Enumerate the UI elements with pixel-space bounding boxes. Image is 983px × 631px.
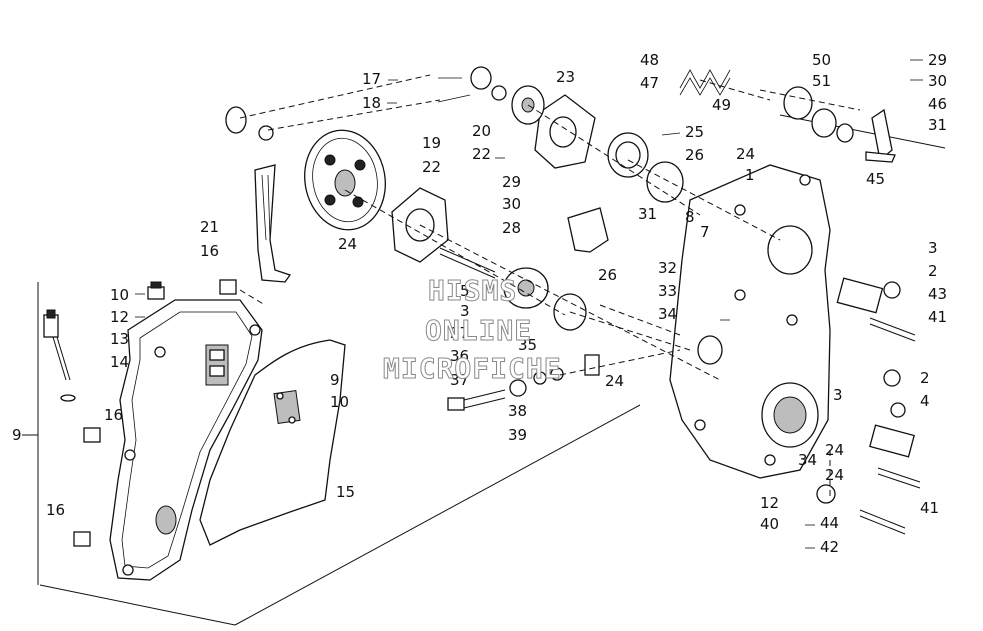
callout-3: 3 <box>928 239 938 257</box>
callout-16: 16 <box>200 242 219 260</box>
leader-lines <box>239 74 861 500</box>
callout-32: 32 <box>658 259 677 277</box>
callout-24: 24 <box>825 466 844 484</box>
callout-20: 20 <box>472 122 491 140</box>
callout-12: 12 <box>760 494 779 512</box>
nut-washer <box>509 354 600 397</box>
callout-labels: 17 18 23 48 47 50 51 49 29 30 46 31 24 4… <box>12 51 947 556</box>
callout-6: 7 <box>700 223 710 241</box>
callout-43: 42 <box>820 538 839 556</box>
spring-46 <box>679 69 731 96</box>
callout-19: 19 <box>422 134 441 152</box>
callout-34: 34 <box>798 451 817 469</box>
bearing-plate <box>391 94 596 263</box>
callout-49: 50 <box>812 51 831 69</box>
callout-31: 31 <box>638 205 657 223</box>
callout-18: 18 <box>362 94 381 112</box>
callout-26: 26 <box>598 266 617 284</box>
plugs <box>816 281 906 504</box>
callout-27: 27 <box>450 324 469 342</box>
callout-35: 35 <box>518 336 537 354</box>
callout-24: 24 <box>338 235 357 253</box>
callout-42: 43 <box>928 285 947 303</box>
watermark-line-2: ONLINE <box>425 314 532 347</box>
callout-4: 4 <box>920 392 930 410</box>
fill-plug <box>147 281 165 300</box>
idler-hub <box>503 267 549 309</box>
assembly-bracket <box>22 282 39 585</box>
watermark: HISMS ONLINE MICROFICHE <box>383 274 562 386</box>
callout-17: 17 <box>362 70 381 88</box>
callout-14: 14 <box>110 353 129 371</box>
callout-24: 24 <box>605 372 624 390</box>
callout-39: 39 <box>508 426 527 444</box>
callout-38: 38 <box>508 402 527 420</box>
studs <box>836 277 921 535</box>
callout-8: 9 <box>12 426 22 444</box>
callout-41: 41 <box>928 308 947 326</box>
callout-47: 48 <box>640 51 659 69</box>
callout-2: 2 <box>928 262 938 280</box>
lever-assembly <box>783 86 896 163</box>
callout-23: 23 <box>556 68 575 86</box>
callout-11: 10 <box>110 286 129 304</box>
callout-50: 51 <box>812 72 831 90</box>
callout-31: 31 <box>928 116 947 134</box>
callout-48: 49 <box>712 96 731 114</box>
callout-22: 22 <box>472 145 491 163</box>
callout-7: 8 <box>685 208 695 226</box>
lower-frame-outline <box>39 114 946 626</box>
callout-10: 10 <box>330 393 349 411</box>
watermark-line-1: HISMS <box>428 274 517 307</box>
chaincase-cover <box>109 299 263 581</box>
callout-24: 24 <box>736 145 755 163</box>
callout-30: 30 <box>502 195 521 213</box>
callout-36: 36 <box>450 347 469 365</box>
callout-44: 46 <box>928 95 947 113</box>
dipstick <box>43 309 76 402</box>
callout-21: 21 <box>200 218 219 236</box>
callout-34: 34 <box>658 305 677 323</box>
callout-9: 9 <box>330 371 340 389</box>
callout-42: 44 <box>820 514 839 532</box>
bolt-16 <box>73 279 237 547</box>
callout-16: 16 <box>104 406 123 424</box>
callout-13: 13 <box>110 330 129 348</box>
tensioner-bracket <box>567 207 609 253</box>
callout-26: 26 <box>685 146 704 164</box>
watermark-line-3: MICROFICHE <box>383 352 562 385</box>
callout-33: 33 <box>658 282 677 300</box>
callout-2: 2 <box>920 369 930 387</box>
gasket <box>199 339 346 546</box>
callout-1: 1 <box>745 166 755 184</box>
drive-chain <box>254 164 292 283</box>
callout-37: 37 <box>450 371 469 389</box>
callout-29: 29 <box>502 173 521 191</box>
large-sprocket <box>304 129 386 231</box>
callout-dashes <box>135 59 923 549</box>
callout-29: 29 <box>928 51 947 69</box>
callout-41: 41 <box>920 499 939 517</box>
callout-12: 12 <box>110 308 129 326</box>
callout-25: 25 <box>685 123 704 141</box>
callout-22: 22 <box>422 158 441 176</box>
callout-24: 24 <box>825 441 844 459</box>
callout-3: 3 <box>460 302 470 320</box>
callout-15: 15 <box>336 483 355 501</box>
bolt-37 <box>447 389 506 411</box>
callout-3: 3 <box>833 386 843 404</box>
callout-30: 30 <box>928 72 947 90</box>
callout-28: 28 <box>502 219 521 237</box>
callout-45: 45 <box>866 170 885 188</box>
callout-5: 5 <box>460 282 470 300</box>
callout-16: 16 <box>46 501 65 519</box>
main-housing <box>669 164 831 479</box>
callout-40: 40 <box>760 515 779 533</box>
callout-46: 47 <box>640 74 659 92</box>
